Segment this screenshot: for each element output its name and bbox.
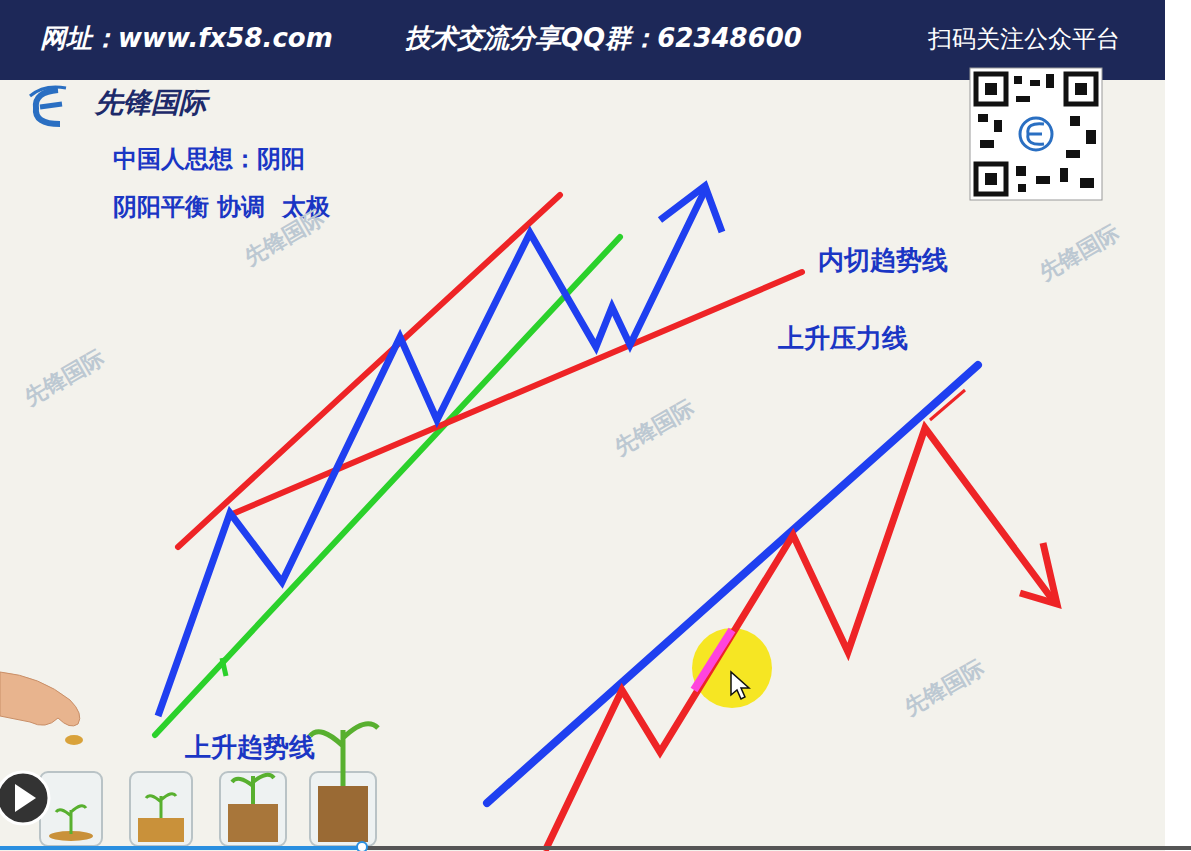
logo-text: 先锋国际 [95,88,207,119]
trend-tick [222,658,226,676]
play-button [0,772,49,824]
inner-trend-line [230,272,802,515]
note-text: 中国人思想：阴阳 [113,146,305,172]
progress-dot [357,842,367,851]
pressure-line [487,365,978,803]
upper-channel-line [178,195,560,547]
qr-code [970,68,1102,200]
logo-mark [30,87,66,124]
highlight-segment [694,630,732,690]
price-path [158,190,705,716]
play-icon [15,784,36,812]
header-text: 网址：www.fx58.com [40,24,333,53]
price-path [545,428,1055,851]
progress-fill [0,846,362,850]
mouse-cursor [731,672,749,699]
arrow-head [1020,543,1057,604]
up-trend-line [155,237,620,735]
pressure-line-edge [930,390,965,420]
header-text: 技术交流分享QQ群：62348600 [405,24,802,53]
line-label: 上升趋势线 [185,733,315,762]
side-strip [1165,0,1191,851]
coin-jars [40,724,378,846]
line-label: 上升压力线 [778,324,908,353]
header-text: 扫码关注公众平台 [928,26,1120,52]
hand-illustration [0,672,83,745]
arrow-head [660,186,722,232]
progress-bar [0,846,1191,850]
line-label: 内切趋势线 [818,246,948,275]
